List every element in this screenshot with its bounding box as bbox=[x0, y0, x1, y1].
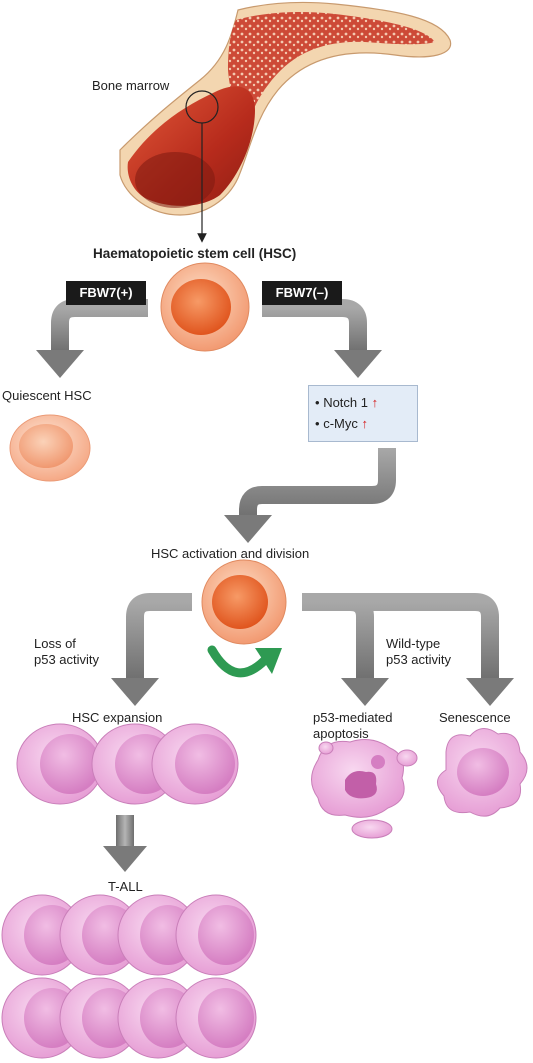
cmyc-line: • c-Myc ↑ bbox=[315, 416, 368, 431]
t-all-cells-row-1 bbox=[1, 894, 257, 976]
t-all-label: T-ALL bbox=[108, 879, 143, 894]
loss-of-label-line-1: Loss of bbox=[34, 636, 76, 651]
notch-myc-box: • Notch 1 ↑ • c-Myc ↑ bbox=[308, 385, 418, 442]
wild-type-label-line-1: Wild-type bbox=[386, 636, 441, 651]
apoptosis-label-line-2: apoptosis bbox=[313, 726, 369, 741]
cmyc-up-icon: ↑ bbox=[361, 416, 368, 431]
arrow-box-to-activation bbox=[224, 448, 396, 543]
self-renewal-arrow-icon bbox=[207, 645, 282, 678]
arrow-to-notch-box bbox=[262, 299, 382, 378]
hsc-cell bbox=[160, 262, 250, 352]
apoptosis-label-line-1: p53-mediated bbox=[313, 710, 393, 725]
quiescent-hsc-label: Quiescent HSC bbox=[2, 388, 92, 403]
senescent-cell bbox=[437, 728, 528, 817]
cmyc-label: c-Myc bbox=[323, 416, 358, 431]
wild-type-label-line-2: p53 activity bbox=[386, 652, 452, 667]
loss-of-label-line-2: p53 activity bbox=[34, 652, 100, 667]
fbw7-positive-tag: FBW7(+) bbox=[66, 281, 146, 305]
bone-illustration bbox=[119, 1, 452, 243]
notch-up-icon: ↑ bbox=[371, 395, 379, 410]
arrow-to-quiescent bbox=[36, 299, 148, 378]
hsc-expansion-cells bbox=[16, 723, 239, 805]
notch-label: Notch 1 bbox=[323, 395, 368, 410]
notch-line: • Notch 1 ↑ bbox=[315, 395, 378, 410]
quiescent-hsc-cell bbox=[9, 414, 91, 482]
t-all-cells-row-2 bbox=[1, 977, 257, 1059]
hsc-title: Haematopoietic stem cell (HSC) bbox=[93, 246, 297, 261]
cmyc-bullet: • bbox=[315, 416, 320, 431]
hsc-expansion-label: HSC expansion bbox=[72, 710, 163, 725]
activated-hsc-cell bbox=[201, 559, 287, 645]
fbw7-negative-tag: FBW7(–) bbox=[262, 281, 342, 305]
senescence-label: Senescence bbox=[439, 710, 511, 725]
activation-label: HSC activation and division bbox=[151, 546, 310, 561]
arrow-to-expansion bbox=[111, 593, 192, 706]
apoptotic-cell-fragments bbox=[311, 739, 418, 839]
notch-bullet: • bbox=[315, 395, 320, 410]
arrow-to-apoptosis-and-senescence bbox=[302, 593, 514, 706]
arrow-to-tall bbox=[103, 815, 147, 872]
bone-marrow-label: Bone marrow bbox=[92, 78, 170, 93]
